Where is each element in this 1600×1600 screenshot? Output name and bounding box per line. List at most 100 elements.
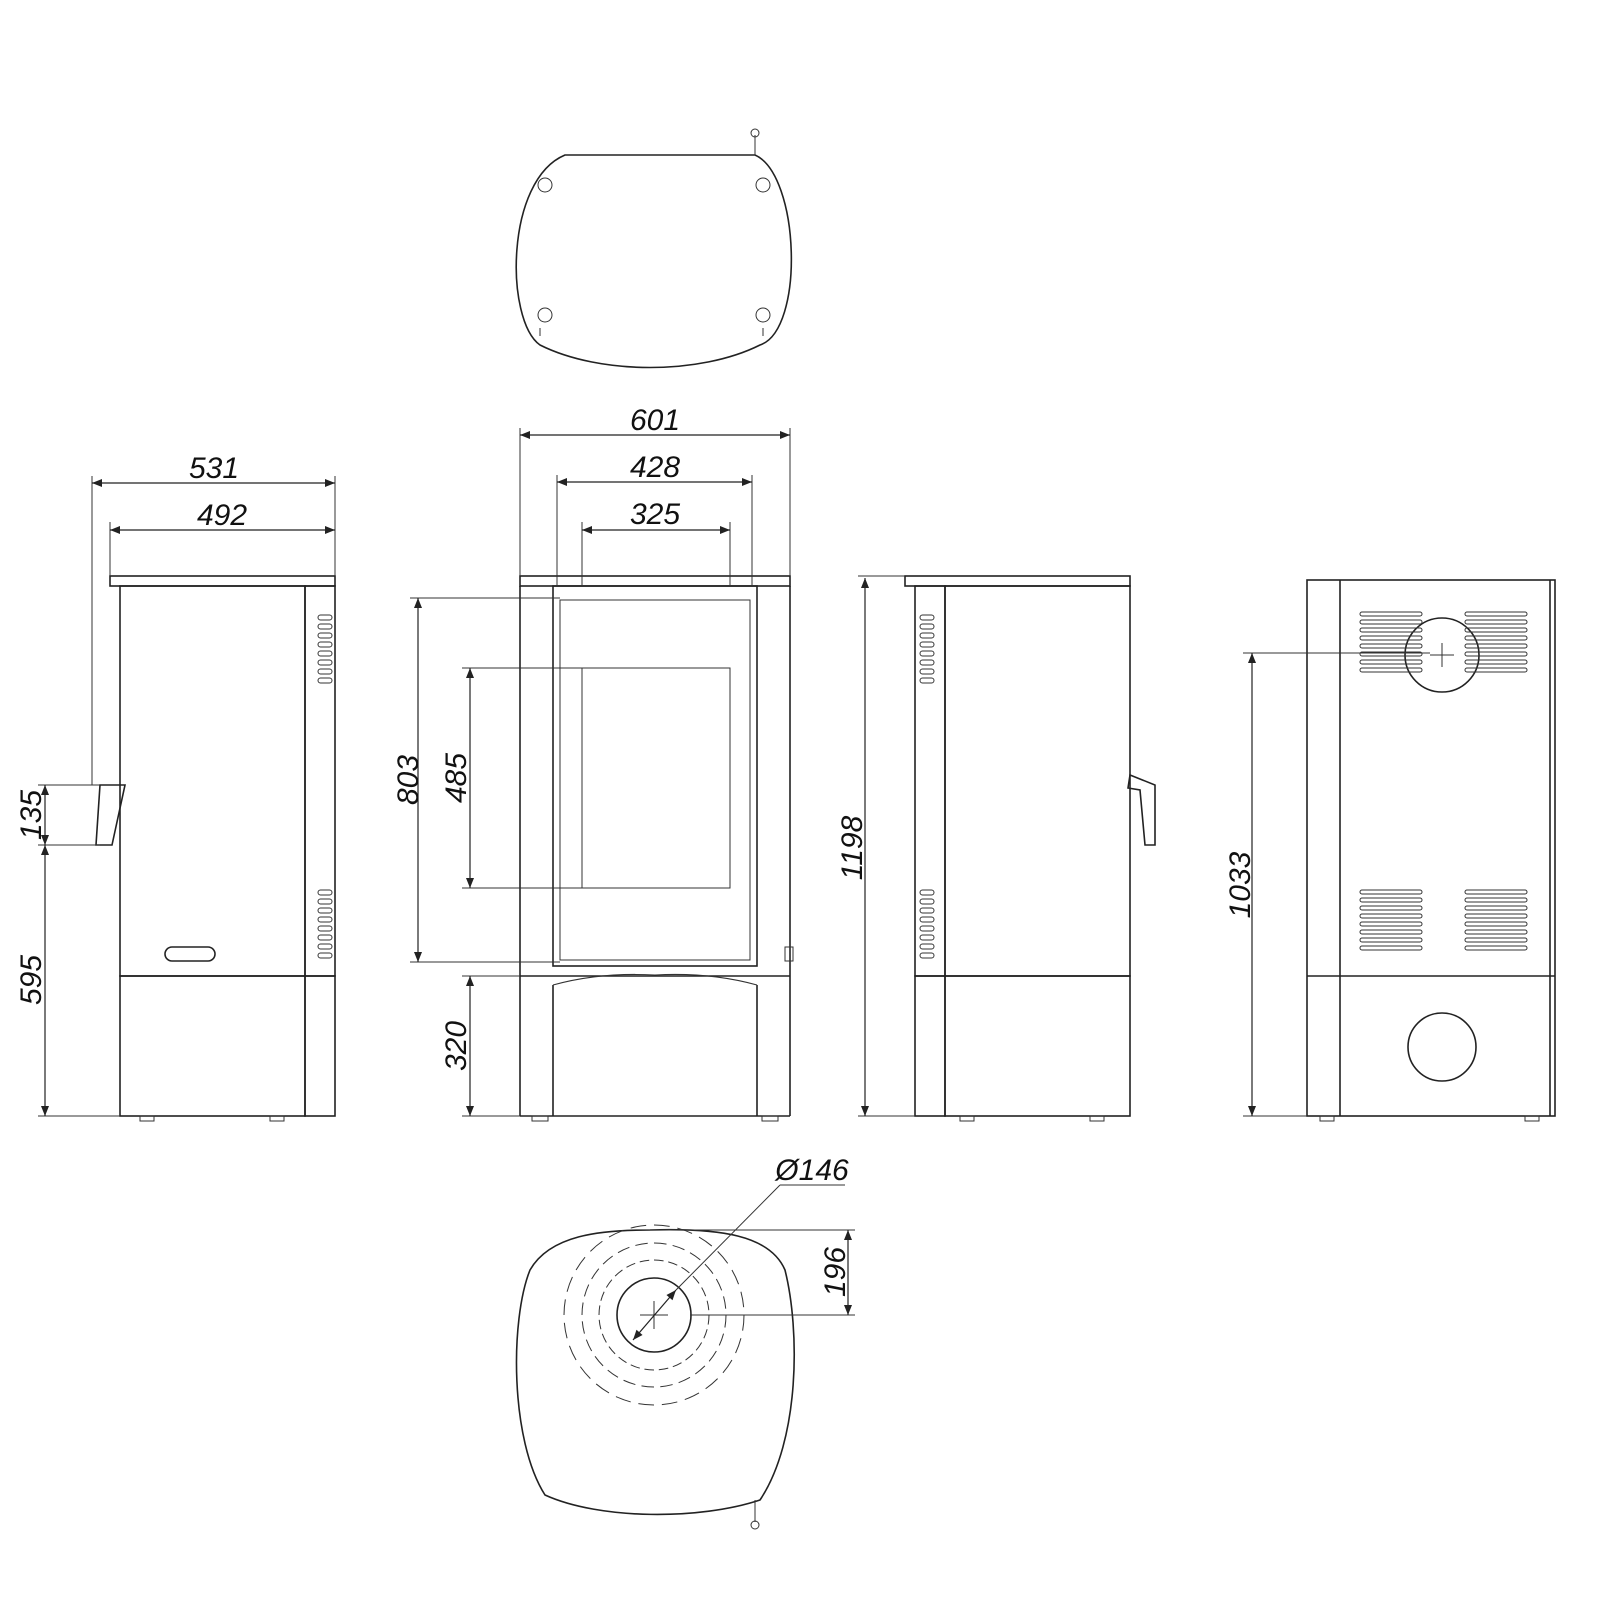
vent-slot (919, 925, 935, 932)
dim-label-196: 196 (819, 1247, 852, 1297)
vent-slot (919, 934, 935, 941)
dim-label-492: 492 (197, 499, 247, 532)
vent-slot (919, 907, 935, 914)
vent-slot (919, 632, 935, 639)
back-dimensions (1243, 652, 1430, 1117)
vent-arc (704, 1263, 714, 1274)
vent-arc (698, 1236, 713, 1247)
left-side-view (95, 575, 336, 1122)
dim-label-803: 803 (392, 755, 425, 805)
vent-arc (614, 1269, 623, 1277)
vent-arc (575, 1256, 586, 1271)
vent-arc (635, 1242, 648, 1246)
vent-arc (566, 1276, 573, 1292)
vent-slot (1464, 945, 1528, 951)
vent-slot (317, 916, 333, 923)
air-inlet (1407, 1012, 1477, 1082)
right-side-view (904, 575, 1156, 1122)
vent-arc (742, 1314, 745, 1331)
vent-arc (722, 1359, 733, 1374)
vent-arc (568, 1345, 577, 1361)
vent-slot (919, 889, 935, 896)
dim-label-1033: 1033 (1224, 851, 1257, 918)
vent-arc (590, 1240, 603, 1252)
vent-slot (317, 907, 333, 914)
vent-arc (608, 1346, 616, 1355)
vent-arc (630, 1364, 640, 1369)
vent-arc (735, 1338, 742, 1354)
vent-slot (1464, 897, 1528, 903)
vent-slot (919, 650, 935, 657)
vent-arc (718, 1333, 725, 1346)
vent-arc (715, 1278, 723, 1291)
vent-arc (563, 1322, 568, 1339)
vent-slot (1464, 651, 1528, 657)
vent-slot (919, 916, 935, 923)
vent-slot (919, 668, 935, 675)
vent-slot (1359, 627, 1423, 633)
vent-arc (639, 1259, 650, 1263)
vent-arc (626, 1262, 636, 1268)
vent-arc (607, 1369, 619, 1378)
vent-arc (653, 1242, 667, 1245)
vent-slot (317, 952, 333, 959)
vent-slot (317, 889, 333, 896)
vent-slot (317, 668, 333, 675)
vent-slot (317, 898, 333, 905)
vent-slot (317, 623, 333, 630)
vent-slot (1464, 659, 1528, 665)
front-dimensions (410, 428, 791, 1117)
flue-outlet (1404, 617, 1480, 693)
vent-arc (608, 1229, 624, 1238)
vent-arc (660, 1384, 673, 1388)
vent-arc (601, 1333, 607, 1343)
vent-arc (668, 1261, 678, 1266)
back-view (1306, 579, 1556, 1122)
dim-label-1198: 1198 (836, 815, 869, 880)
bottom-view (515, 1228, 796, 1530)
vent-arc (685, 1353, 694, 1361)
vent-arc (701, 1287, 707, 1297)
vent-arc (594, 1356, 604, 1367)
vent-arc (598, 1305, 601, 1316)
bottom-vent-rings (563, 1224, 745, 1406)
vent-arc (689, 1252, 701, 1261)
dim-label-325: 325 (630, 498, 680, 531)
vent-arc (618, 1356, 627, 1364)
vent-arc (591, 1268, 600, 1280)
vent-slot (1359, 643, 1423, 649)
vent-arc (708, 1350, 717, 1362)
vent-slot (919, 943, 935, 950)
dim-label-531: 531 (189, 452, 239, 485)
dim-label-595: 595 (15, 955, 48, 1005)
vent-arc (695, 1342, 703, 1351)
vent-arc (677, 1227, 693, 1234)
vent-slot (1359, 651, 1423, 657)
vent-slot (919, 614, 935, 621)
vent-slot (317, 650, 333, 657)
vent-arc (661, 1401, 678, 1406)
vent-slot (1464, 667, 1528, 673)
vent-arc (724, 1314, 727, 1328)
vent-slot (919, 952, 935, 959)
left-side-dimensions (38, 476, 336, 1117)
vent-arc (695, 1365, 706, 1375)
vent-arc (653, 1259, 664, 1262)
vent-arc (579, 1366, 591, 1379)
vent-arc (684, 1392, 700, 1401)
vent-arc (707, 1314, 710, 1325)
vent-slot (1464, 905, 1528, 911)
vent-slot (1464, 643, 1528, 649)
dim-label-485: 485 (440, 753, 473, 803)
vent-arc (602, 1255, 613, 1265)
dim-label-135: 135 (15, 790, 48, 840)
vent-arc (563, 1299, 566, 1316)
top-view (515, 128, 793, 369)
vent-slot (1359, 635, 1423, 641)
vent-arc (740, 1291, 745, 1308)
vent-slot (1359, 945, 1423, 951)
vent-slot (317, 677, 333, 684)
vent-arc (706, 1300, 710, 1311)
vent-slot (1359, 937, 1423, 943)
